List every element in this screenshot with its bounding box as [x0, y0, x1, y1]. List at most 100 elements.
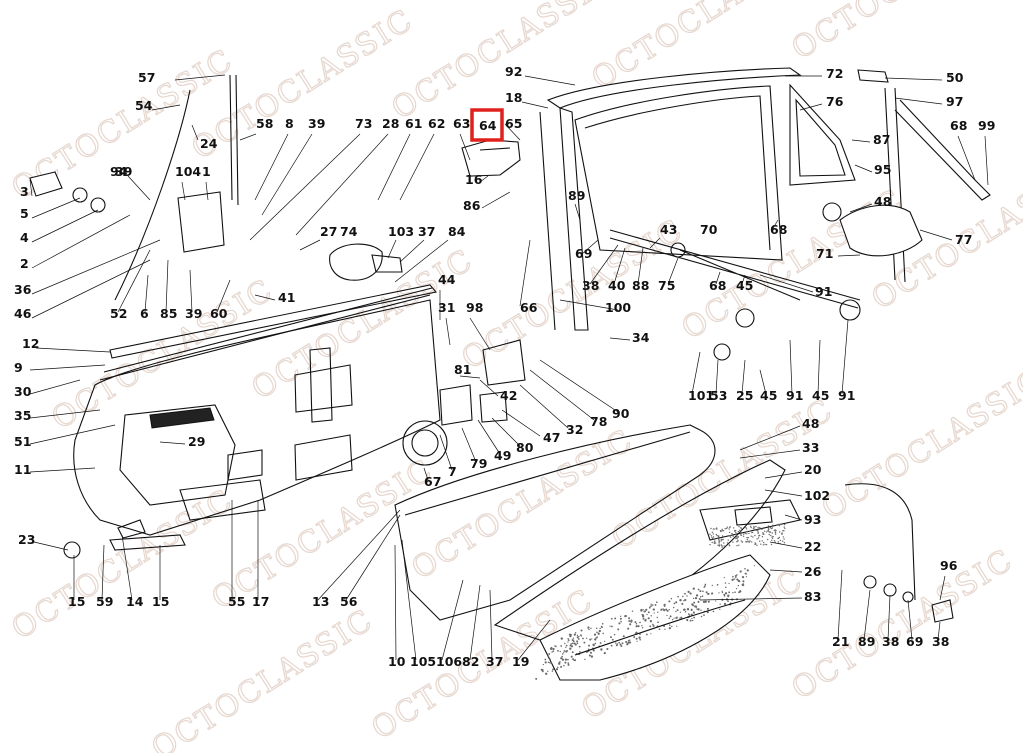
callout-number-56: 56 [340, 594, 358, 609]
leader-line [151, 104, 181, 111]
leader-line [887, 594, 891, 641]
callout-number-48: 48 [874, 194, 891, 209]
callout-number-47: 47 [543, 430, 560, 445]
callout-number-59: 59 [96, 594, 113, 609]
leader-line [939, 575, 946, 601]
callout-number-17: 17 [252, 594, 269, 609]
leader-line [919, 229, 953, 241]
leader-line [29, 409, 101, 419]
callout-number-85: 85 [160, 306, 177, 321]
callout-number-78: 78 [590, 414, 607, 429]
callout-number-32: 32 [566, 422, 583, 437]
leader-line [469, 584, 481, 661]
leader-line [29, 467, 96, 473]
callout-number-91: 91 [838, 388, 855, 403]
leader-line [127, 175, 151, 201]
callout-number-55: 55 [228, 594, 245, 609]
leader-line [439, 434, 453, 471]
callout-number-74: 74 [340, 224, 358, 239]
leader-line [479, 175, 489, 183]
callout-number-15: 15 [68, 594, 85, 609]
leader-line [609, 337, 631, 341]
callout-number-104: 104 [175, 164, 201, 179]
leader-line [216, 279, 231, 313]
leader-line [759, 369, 767, 395]
leader-line [254, 133, 289, 201]
leader-line [957, 135, 976, 181]
callout-number-64: 64 [479, 118, 497, 133]
leader-line [519, 384, 569, 429]
leader-line [174, 74, 226, 81]
leader-line [699, 597, 803, 601]
leader-line [31, 209, 99, 243]
callout-number-33: 33 [802, 440, 819, 455]
callout-number-97: 97 [946, 94, 963, 109]
leader-line [165, 259, 169, 313]
callout-number-44: 44 [438, 272, 456, 287]
callout-number-77: 77 [955, 232, 972, 247]
callout-number-8: 8 [285, 116, 294, 131]
callout-number-12: 12 [22, 336, 39, 351]
callout-number-61: 61 [405, 116, 422, 131]
callout-number-1: 1 [202, 164, 211, 179]
leader-line [299, 239, 321, 251]
callout-number-80: 80 [516, 440, 534, 455]
callout-number-45: 45 [736, 278, 753, 293]
callout-number-79: 79 [470, 456, 487, 471]
leader-line [817, 339, 821, 395]
callout-number-16: 16 [465, 172, 483, 187]
callout-number-28: 28 [382, 116, 399, 131]
leader-line [239, 133, 257, 141]
leader-line [884, 77, 943, 81]
leader-line [35, 347, 111, 353]
leader-line [29, 364, 106, 371]
leader-line [445, 317, 451, 346]
callout-number-25: 25 [736, 388, 753, 403]
leader-line [539, 359, 619, 413]
callout-number-48: 48 [802, 416, 819, 431]
callout-number-49: 49 [494, 448, 511, 463]
leader-line [784, 514, 803, 521]
callout-number-18: 18 [505, 90, 522, 105]
watermark-text: OCTOCLASSIC [186, 2, 420, 166]
callout-number-43: 43 [660, 222, 677, 237]
callout-number-100: 100 [605, 300, 631, 315]
leader-line [613, 247, 626, 285]
leader-line [559, 299, 619, 311]
callout-number-2: 2 [20, 256, 29, 271]
leader-line [459, 375, 481, 379]
leader-line [521, 101, 549, 109]
leader-line [851, 139, 871, 143]
leader-line [529, 369, 595, 421]
leader-line [771, 219, 779, 231]
callout-number-69: 69 [906, 634, 923, 649]
callout-number-50: 50 [946, 70, 964, 85]
callout-number-89: 89 [858, 634, 875, 649]
callout-number-62: 62 [428, 116, 445, 131]
callout-number-92: 92 [505, 64, 522, 79]
leader-line [649, 237, 661, 249]
callout-number-89: 89 [568, 188, 585, 203]
leader-line [29, 424, 116, 445]
callout-number-93: 93 [804, 512, 821, 527]
callout-number-105: 105 [410, 654, 436, 669]
callout-number-90: 90 [612, 406, 630, 421]
callout-number-58: 58 [256, 116, 273, 131]
callout-number-15: 15 [152, 594, 169, 609]
callout-number-95: 95 [874, 162, 891, 177]
callout-number-20: 20 [804, 462, 822, 477]
callout-number-45: 45 [760, 388, 777, 403]
callout-number-84: 84 [448, 224, 466, 239]
leader-line [401, 539, 417, 661]
leader-line [715, 271, 721, 285]
callout-number-19: 19 [512, 654, 529, 669]
watermark-text: OCTOCLASSIC [6, 482, 240, 646]
leader-line [254, 294, 276, 301]
leader-line [101, 544, 105, 601]
callout-number-68: 68 [709, 278, 726, 293]
leader-line [205, 181, 209, 201]
leader-line [667, 257, 679, 285]
callout-number-9: 9 [14, 360, 23, 375]
callout-number-38: 38 [932, 634, 949, 649]
callout-number-7: 7 [448, 464, 457, 479]
